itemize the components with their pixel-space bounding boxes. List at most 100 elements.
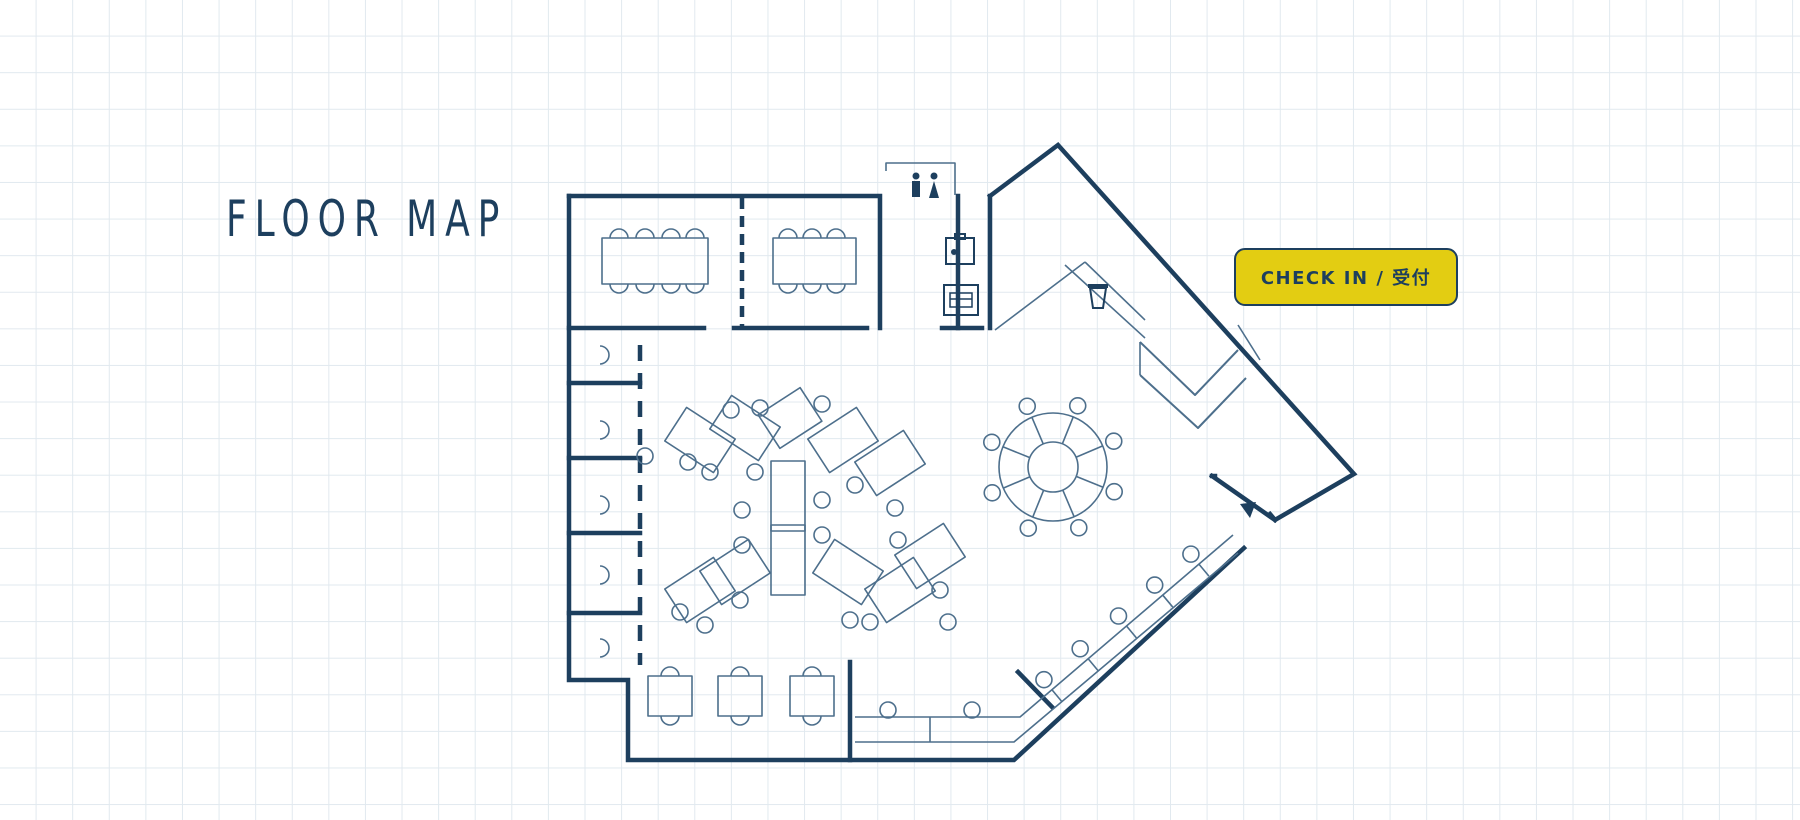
round-table-chair [1018, 397, 1037, 416]
open-desk-chair [671, 603, 689, 621]
checkin-badge[interactable]: CHECK IN / 受付 [1234, 248, 1458, 306]
open-desk [811, 538, 885, 606]
round-table-chair [983, 433, 1001, 452]
meeting-chair [609, 228, 629, 239]
open-desk [757, 386, 823, 450]
cafe-chair [660, 666, 680, 677]
meeting-chair [826, 283, 846, 294]
open-desk-chair [636, 447, 654, 465]
cafe-chair [660, 715, 680, 726]
locker-key [951, 249, 957, 255]
open-desk-chair [939, 613, 957, 631]
cafe-table [789, 675, 835, 717]
meeting-chair [635, 228, 655, 239]
counter-edge-outer [855, 534, 1234, 718]
counter-divider [1051, 689, 1063, 703]
round-table-segment [1075, 475, 1104, 488]
restroom-male-body [912, 181, 920, 197]
open-desk-chair [746, 463, 764, 481]
round-table-chair [1019, 519, 1038, 537]
round-table-segment [1075, 445, 1104, 458]
wall-outer-left-bottom [566, 193, 1248, 763]
round-table-segment [1032, 489, 1045, 518]
counter-divider [1125, 625, 1138, 639]
open-desk-chair [733, 536, 751, 554]
open-desk-chair [733, 501, 751, 519]
walls [566, 141, 1358, 763]
round-table-chair [1069, 518, 1088, 537]
printer-tray [949, 292, 973, 308]
booth-chair [599, 638, 610, 658]
coffee-cup-lid [1088, 284, 1108, 288]
open-desk [663, 556, 737, 624]
round-table-segment [1031, 416, 1044, 445]
round-table-segment [1062, 489, 1075, 518]
counter-divider [1198, 563, 1210, 577]
meeting-chair [802, 228, 822, 239]
counter-divider [1087, 658, 1099, 672]
meeting-chair [778, 283, 798, 294]
open-desk-chair [751, 399, 769, 417]
open-desk [863, 556, 937, 624]
wall-counter-end [1014, 668, 1056, 711]
meeting-chair [635, 283, 655, 294]
restroom-icon [912, 172, 939, 198]
open-desk-chair [931, 581, 949, 599]
meeting-chair [661, 228, 681, 239]
meeting-chair [802, 283, 822, 294]
open-desk-chair [886, 499, 904, 517]
open-desk [853, 429, 927, 497]
open-desk [770, 460, 806, 532]
reception-desk-edge [1139, 341, 1239, 396]
meeting-chair [685, 228, 705, 239]
counter-chair [1182, 545, 1200, 563]
open-desk-chair [722, 401, 740, 419]
round-table-segment [1002, 446, 1031, 459]
open-desk-chair [701, 463, 719, 481]
reception-callout-line [1237, 324, 1261, 361]
restroom-male-head [912, 172, 920, 180]
meeting-chair [609, 283, 629, 294]
counter-chair [879, 701, 897, 719]
cafe-chair [730, 666, 750, 677]
wall-entrance-corner [1208, 472, 1279, 524]
cafe-chair [802, 715, 822, 726]
open-desk-chair [813, 395, 831, 413]
open-desk-chair [731, 591, 749, 609]
open-desk-chair [813, 491, 831, 509]
locker-handle [954, 233, 966, 240]
booth-chair [599, 565, 610, 585]
entrance-arrow-icon [1240, 502, 1256, 518]
round-table-segment [1002, 476, 1031, 489]
cafe-chair [802, 666, 822, 677]
restroom-female-head [930, 172, 938, 180]
round-table-segment [1061, 416, 1074, 445]
open-desk [698, 538, 772, 606]
counter-edge-inner [855, 552, 1239, 743]
open-desk-chair [813, 526, 831, 544]
open-desk-chair [679, 453, 697, 471]
meeting-chair [685, 283, 705, 294]
counter-divider [1162, 594, 1174, 608]
meeting-chair [778, 228, 798, 239]
reception-desk-edge [1139, 374, 1247, 429]
open-desk-chair [846, 476, 864, 494]
cafe-chair [730, 715, 750, 726]
meeting-table-left [601, 237, 709, 285]
round-table-chair [1104, 432, 1123, 451]
open-desk [893, 522, 967, 590]
coffee-cup-icon [1088, 284, 1108, 309]
round-table-chair [1068, 397, 1087, 415]
open-desk-chair [696, 616, 714, 634]
coffee-counter-edge [1064, 264, 1146, 339]
restroom-female-body [929, 181, 939, 198]
meeting-chair [661, 283, 681, 294]
printer-body [943, 284, 979, 316]
booth-chair [599, 420, 610, 440]
counter-chair [963, 701, 981, 719]
counter-chair [1109, 607, 1128, 625]
furniture [599, 162, 1261, 743]
meeting-table-right [772, 237, 857, 285]
coffee-counter-edge [1084, 261, 1146, 321]
printer-icon [943, 284, 979, 316]
